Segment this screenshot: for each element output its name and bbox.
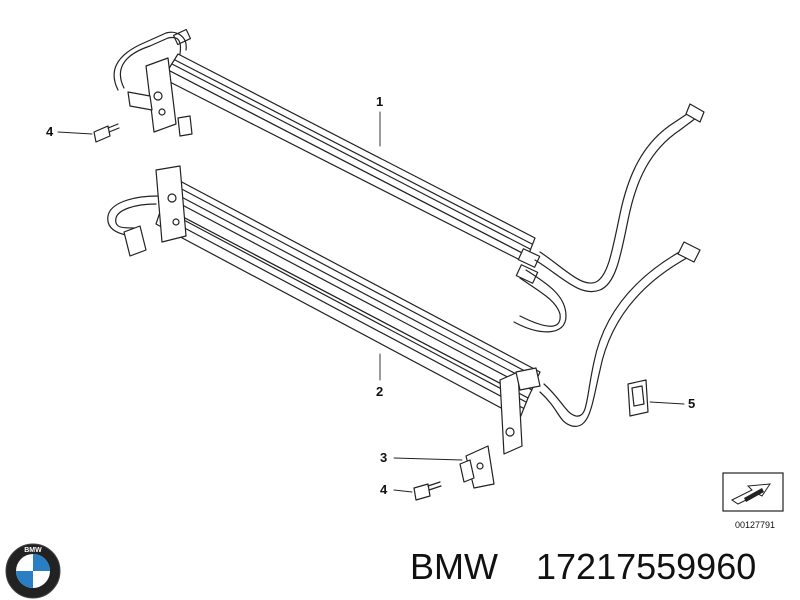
callout-part-5: 5 (688, 396, 696, 411)
callout-part-2: 2 (376, 384, 384, 399)
lower-oil-cooler (107, 165, 701, 455)
upper-oil-cooler (113, 28, 705, 333)
screw-lower (413, 481, 442, 501)
callout-part-1: 1 (376, 94, 384, 109)
screw-upper (93, 123, 120, 143)
callout-part-4-lower: 4 (380, 482, 388, 497)
callout-part-4-upper: 4 (46, 124, 54, 139)
brand-name: BMW (410, 546, 498, 587)
logo-lettering: BMW (24, 547, 42, 554)
drawing-number: 00127791 (734, 520, 776, 530)
leader-lines (57, 111, 685, 493)
mounting-bracket (459, 445, 495, 489)
callout-part-3: 3 (380, 450, 388, 465)
part-number: 17217559960 (536, 546, 757, 587)
pipe-clip (627, 379, 649, 417)
drawing-reference-box (722, 472, 784, 512)
bmw-logo-icon: BMW (5, 543, 61, 599)
